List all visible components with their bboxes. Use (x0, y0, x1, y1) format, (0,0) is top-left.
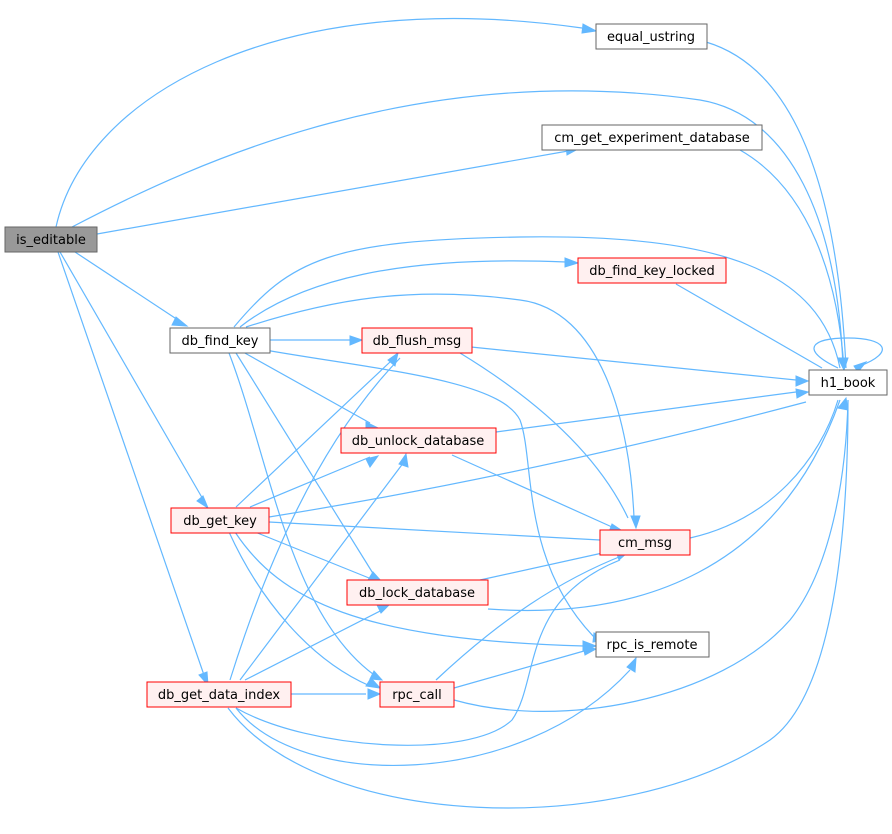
arrow-db_find_key_locked (564, 257, 580, 268)
edge-db_find_key-rpc_call (228, 352, 381, 680)
edge-cm_get_experiment_database-h1_book (739, 149, 845, 369)
node-equal_ustring[interactable]: equal_ustring (595, 23, 708, 50)
edge-is_editable-db_get_data_index (57, 251, 206, 679)
edge-db_get_data_index-db_lock_database (244, 607, 387, 681)
node-h1_book[interactable]: h1_book (808, 369, 888, 396)
edge-db_get_key-h1_book (268, 401, 807, 518)
edges (55, 17, 883, 809)
edge-db_flush_msg-h1_book (470, 346, 797, 381)
edge-db_find_key-db_unlock_database (242, 351, 371, 424)
edge-db_get_key-db_lock_database (254, 531, 375, 581)
node-label: h1_book (821, 376, 876, 391)
edge-db_get_key-db_unlock_database (249, 456, 371, 508)
node-label: db_find_key (182, 334, 259, 349)
arrow-rpc_call-top2 (365, 677, 382, 689)
node-label: rpc_is_remote (607, 638, 698, 653)
edge-h1_book-self (813, 337, 883, 369)
arrow-db_get_key (196, 495, 210, 510)
arrow-h1_book-top (837, 357, 849, 372)
node-db_get_data_index[interactable]: db_get_data_index (146, 681, 292, 708)
edge-db_get_data_index-cm_msg (235, 559, 621, 746)
node-label: db_find_key_locked (589, 264, 714, 279)
edge-db_get_key-cm_msg (268, 521, 601, 541)
edge-db_unlock_database-cm_msg (451, 454, 613, 528)
arrow-db_flush_msg (349, 335, 364, 346)
node-db_find_key_locked[interactable]: db_find_key_locked (577, 257, 727, 284)
edge-db_find_key_locked-h1_book (675, 283, 823, 369)
arrow-h1_book-bottom (837, 396, 849, 411)
arrow-db_flush_msg-below (387, 351, 399, 367)
edge-db_get_key-rpc_call (228, 531, 371, 687)
arrow-h1_book-left2 (795, 388, 810, 399)
node-db_flush_msg[interactable]: db_flush_msg (361, 327, 473, 354)
edge-db_unlock_database-h1_book (495, 391, 797, 433)
edge-db_find_key-db_lock_database (235, 352, 375, 576)
arrow-rpc_is_remote-bottom (626, 656, 637, 673)
edge-db_get_data_index-rpc_is_remote (235, 669, 631, 766)
arrow-db_unlock_database-below (398, 452, 409, 468)
node-label: cm_get_experiment_database (554, 131, 750, 146)
arrow-db_find_key (171, 316, 189, 327)
arrow-equal_ustring (581, 23, 598, 34)
edge-db_lock_database-cm_msg (479, 549, 617, 581)
arrow-db_unlock_database-bottom (365, 455, 380, 468)
edge-is_editable-db_get_key (59, 251, 205, 502)
node-label: db_flush_msg (373, 334, 462, 349)
edge-db_flush_msg-cm_msg (459, 352, 629, 519)
edge-is_editable-cm_get_experiment_database (96, 150, 569, 235)
nodes: is_editable equal_ustring cm_get_experim… (4, 23, 888, 708)
node-db_lock_database[interactable]: db_lock_database (346, 579, 489, 606)
edge-equal_ustring-h1_book (705, 41, 847, 369)
edge-cm_msg-h1_book (689, 399, 839, 539)
node-db_unlock_database[interactable]: db_unlock_database (340, 427, 497, 454)
arrow-cm_msg-top (630, 515, 641, 530)
arrow-rpc_is_remote-left2 (582, 645, 598, 656)
node-label: db_lock_database (359, 586, 475, 601)
node-rpc_is_remote[interactable]: rpc_is_remote (595, 631, 710, 658)
node-label: rpc_call (392, 688, 442, 703)
node-cm_msg[interactable]: cm_msg (599, 529, 691, 556)
arrow-rpc_call-left (367, 688, 382, 700)
arrow-h1_book-left (795, 375, 810, 387)
edge-db_get_key-db_flush_msg (235, 361, 391, 508)
edge-db_get_data_index-db_flush_msg (229, 357, 401, 681)
node-db_get_key[interactable]: db_get_key (170, 507, 270, 534)
node-label: cm_msg (618, 536, 672, 551)
node-label: db_unlock_database (352, 434, 485, 449)
edge-is_editable-db_find_key (74, 251, 179, 321)
node-label: is_editable (16, 233, 86, 248)
node-label: db_get_key (183, 514, 257, 529)
edge-rpc_call-h1_book (453, 399, 849, 713)
edge-db_get_data_index-db_unlock_database (239, 461, 405, 681)
edge-db_lock_database-h1_book (487, 399, 841, 612)
node-db_find_key[interactable]: db_find_key (169, 327, 271, 354)
edge-db_find_key-cm_msg (245, 293, 635, 519)
edge-rpc_call-rpc_is_remote (453, 650, 585, 689)
edge-db_get_key-rpc_is_remote (234, 531, 585, 647)
node-rpc_call[interactable]: rpc_call (379, 681, 455, 708)
edge-db_find_key-rpc_is_remote (264, 349, 595, 638)
node-label: equal_ustring (607, 30, 695, 45)
edge-db_get_data_index-h1_book (227, 399, 849, 809)
edge-db_find_key-h1_book (233, 236, 841, 369)
edge-is_editable-equal_ustring (55, 17, 583, 228)
arrow-rpc_call-top (369, 670, 384, 681)
node-cm_get_experiment_database[interactable]: cm_get_experiment_database (541, 124, 763, 151)
edge-is_editable-h1_book (71, 90, 844, 369)
node-label: db_get_data_index (158, 688, 281, 703)
node-is_editable[interactable]: is_editable (4, 226, 98, 253)
edge-db_find_key-db_find_key_locked (239, 260, 567, 328)
edge-rpc_call-cm_msg (435, 554, 625, 681)
